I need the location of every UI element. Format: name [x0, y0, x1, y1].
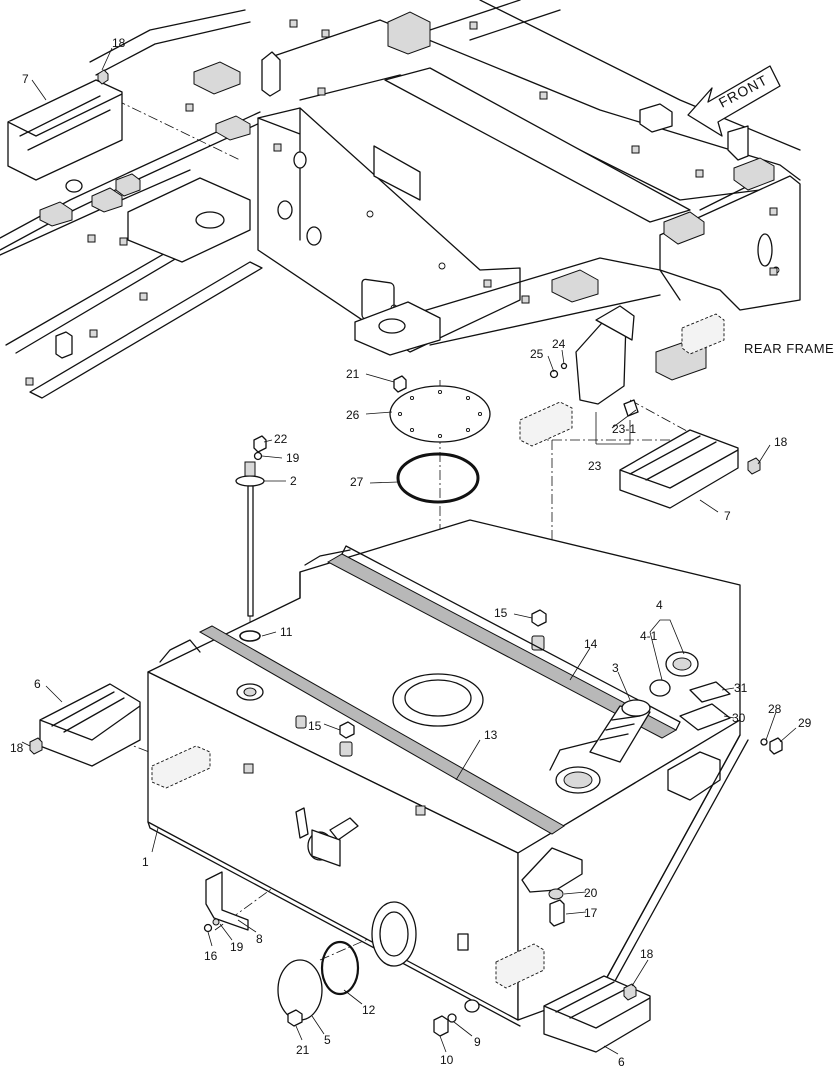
callout-17: 17: [584, 906, 598, 920]
footstep-6-left: [29, 683, 141, 767]
o-ring-12: [320, 940, 360, 996]
bolt-29: [769, 737, 783, 755]
bolt-25: [549, 369, 559, 379]
callout-23-1: 23-1: [612, 422, 636, 436]
footstep-7-left: [7, 69, 123, 181]
drain-plug-10: [433, 1015, 449, 1037]
callout-2: 2: [290, 474, 297, 488]
callout-7b: 7: [724, 509, 731, 523]
callout-12: 12: [362, 1003, 376, 1017]
callout-6a: 6: [34, 677, 41, 691]
callout-5: 5: [324, 1033, 331, 1047]
inspection-cover-23: [575, 305, 637, 411]
callout-20: 20: [584, 886, 598, 900]
bracket-plate: [727, 125, 749, 161]
fuel-sender-2: [235, 438, 265, 617]
o-ring-11: [239, 630, 261, 642]
footstep-7-right: [619, 429, 761, 509]
callout-4: 4: [656, 598, 663, 612]
bolt-17: [549, 899, 565, 927]
callout-19b: 19: [230, 940, 244, 954]
strap-13: [198, 625, 565, 835]
leader-lines: [21, 47, 797, 1055]
callout-11: 11: [280, 625, 293, 639]
cover-5: [277, 959, 323, 1021]
gasket-31: [689, 681, 731, 703]
callout-3: 3: [612, 661, 619, 675]
bolt-15-a: [531, 609, 547, 627]
washer-24: [560, 362, 568, 370]
gasket-30: [679, 703, 731, 731]
cap-part-4-1: [649, 679, 671, 697]
o-ring-27: [396, 452, 480, 504]
callout-29: 29: [798, 716, 812, 730]
bolt-16: [203, 923, 213, 933]
front-arrow: FRONT: [687, 65, 781, 137]
cover-plate-26: [389, 385, 491, 443]
callout-25: 25: [530, 347, 544, 361]
bracket-8: [205, 871, 249, 931]
callout-18d: 18: [640, 947, 654, 961]
callout-7a: 7: [22, 72, 29, 86]
callout-15a: 15: [494, 606, 508, 620]
callout-27: 27: [350, 475, 364, 489]
callout-19a: 19: [286, 451, 300, 465]
washer-19: [212, 918, 220, 926]
callout-14: 14: [584, 637, 598, 651]
callout-18c: 18: [10, 741, 24, 755]
washer-9: [447, 1013, 457, 1023]
callout-30: 30: [732, 711, 746, 725]
washer-28: [760, 738, 768, 746]
callout-labels: 18 7 21 26 25 24 22 19 2 27 23-1 23 18 7…: [10, 36, 812, 1069]
callout-8: 8: [256, 932, 263, 946]
callout-1: 1: [142, 855, 149, 869]
bolt-21-top: [393, 375, 407, 393]
callout-15b: 15: [308, 719, 322, 733]
callout-28: 28: [768, 702, 782, 716]
strap-14-edge: [341, 545, 681, 731]
callout-6b: 6: [618, 1055, 625, 1069]
callout-18b: 18: [774, 435, 788, 449]
callout-10: 10: [440, 1053, 454, 1067]
callout-16: 16: [204, 949, 218, 963]
footstep-6-right: [543, 975, 651, 1053]
rear-frame: [0, 0, 801, 399]
washer-20: [548, 888, 564, 900]
callout-13: 13: [484, 728, 498, 742]
callout-24: 24: [552, 337, 566, 351]
bolt-15-b: [339, 721, 355, 739]
strainer-3: [589, 699, 651, 763]
callout-9: 9: [474, 1035, 481, 1049]
callout-18a: 18: [112, 36, 126, 50]
callout-4-1: 4-1: [640, 629, 658, 643]
callout-23: 23: [588, 459, 602, 473]
rear-frame-label: REAR FRAME: [744, 341, 834, 356]
callout-21b: 21: [296, 1043, 310, 1057]
callout-22: 22: [274, 432, 288, 446]
filler-cap-4-inner: [672, 657, 692, 671]
bolt-21-bottom: [287, 1009, 303, 1027]
fuel-tank: [147, 313, 749, 1027]
callout-21a: 21: [346, 367, 360, 381]
connector-23-1: [623, 399, 639, 417]
callout-26: 26: [346, 408, 360, 422]
callout-31: 31: [734, 681, 748, 695]
bolt-22: [253, 435, 267, 453]
